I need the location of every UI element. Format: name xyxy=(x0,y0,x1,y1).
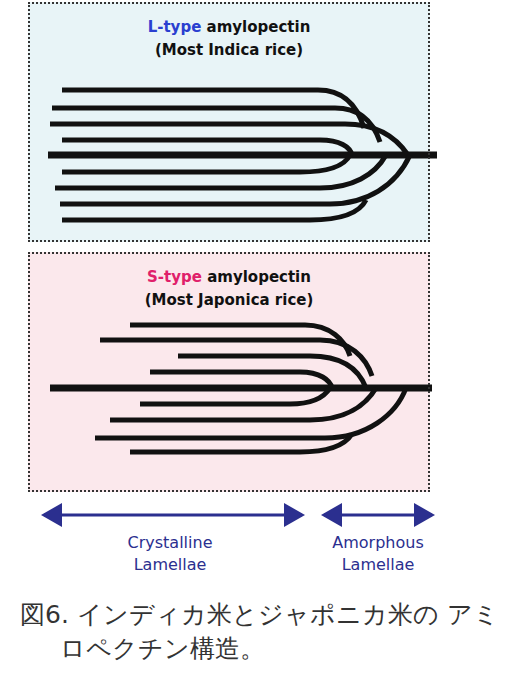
heading-text: amylopectin xyxy=(207,268,311,286)
heading-line: (Most Japonica rice) xyxy=(30,289,428,312)
amylopectin-type: S-type xyxy=(147,268,202,286)
heading-text: amylopectin xyxy=(207,18,311,36)
heading-line: (Most Indica rice) xyxy=(30,39,428,62)
rice-type: (Most Japonica rice) xyxy=(145,291,314,309)
heading-line: L-type amylopectin xyxy=(30,16,428,39)
rice-type: (Most Indica rice) xyxy=(155,41,303,59)
lamellae-label: Crystalline Lamellae xyxy=(100,532,240,577)
amylopectin-panel: S-type amylopectin (Most Japonica rice) xyxy=(28,252,430,492)
panel-heading: L-type amylopectin (Most Indica rice) xyxy=(30,4,428,61)
lamellae-label: Amorphous Lamellae xyxy=(313,532,443,577)
heading-line: S-type amylopectin xyxy=(30,266,428,289)
amylopectin-panel: L-type amylopectin (Most Indica rice) xyxy=(28,2,430,242)
figure-caption: 図6. インディカ米とジャポニカ米の アミロペクチン構造。 xyxy=(16,598,516,666)
panel-heading: S-type amylopectin (Most Japonica rice) xyxy=(30,254,428,311)
amylopectin-type: L-type xyxy=(148,18,202,36)
